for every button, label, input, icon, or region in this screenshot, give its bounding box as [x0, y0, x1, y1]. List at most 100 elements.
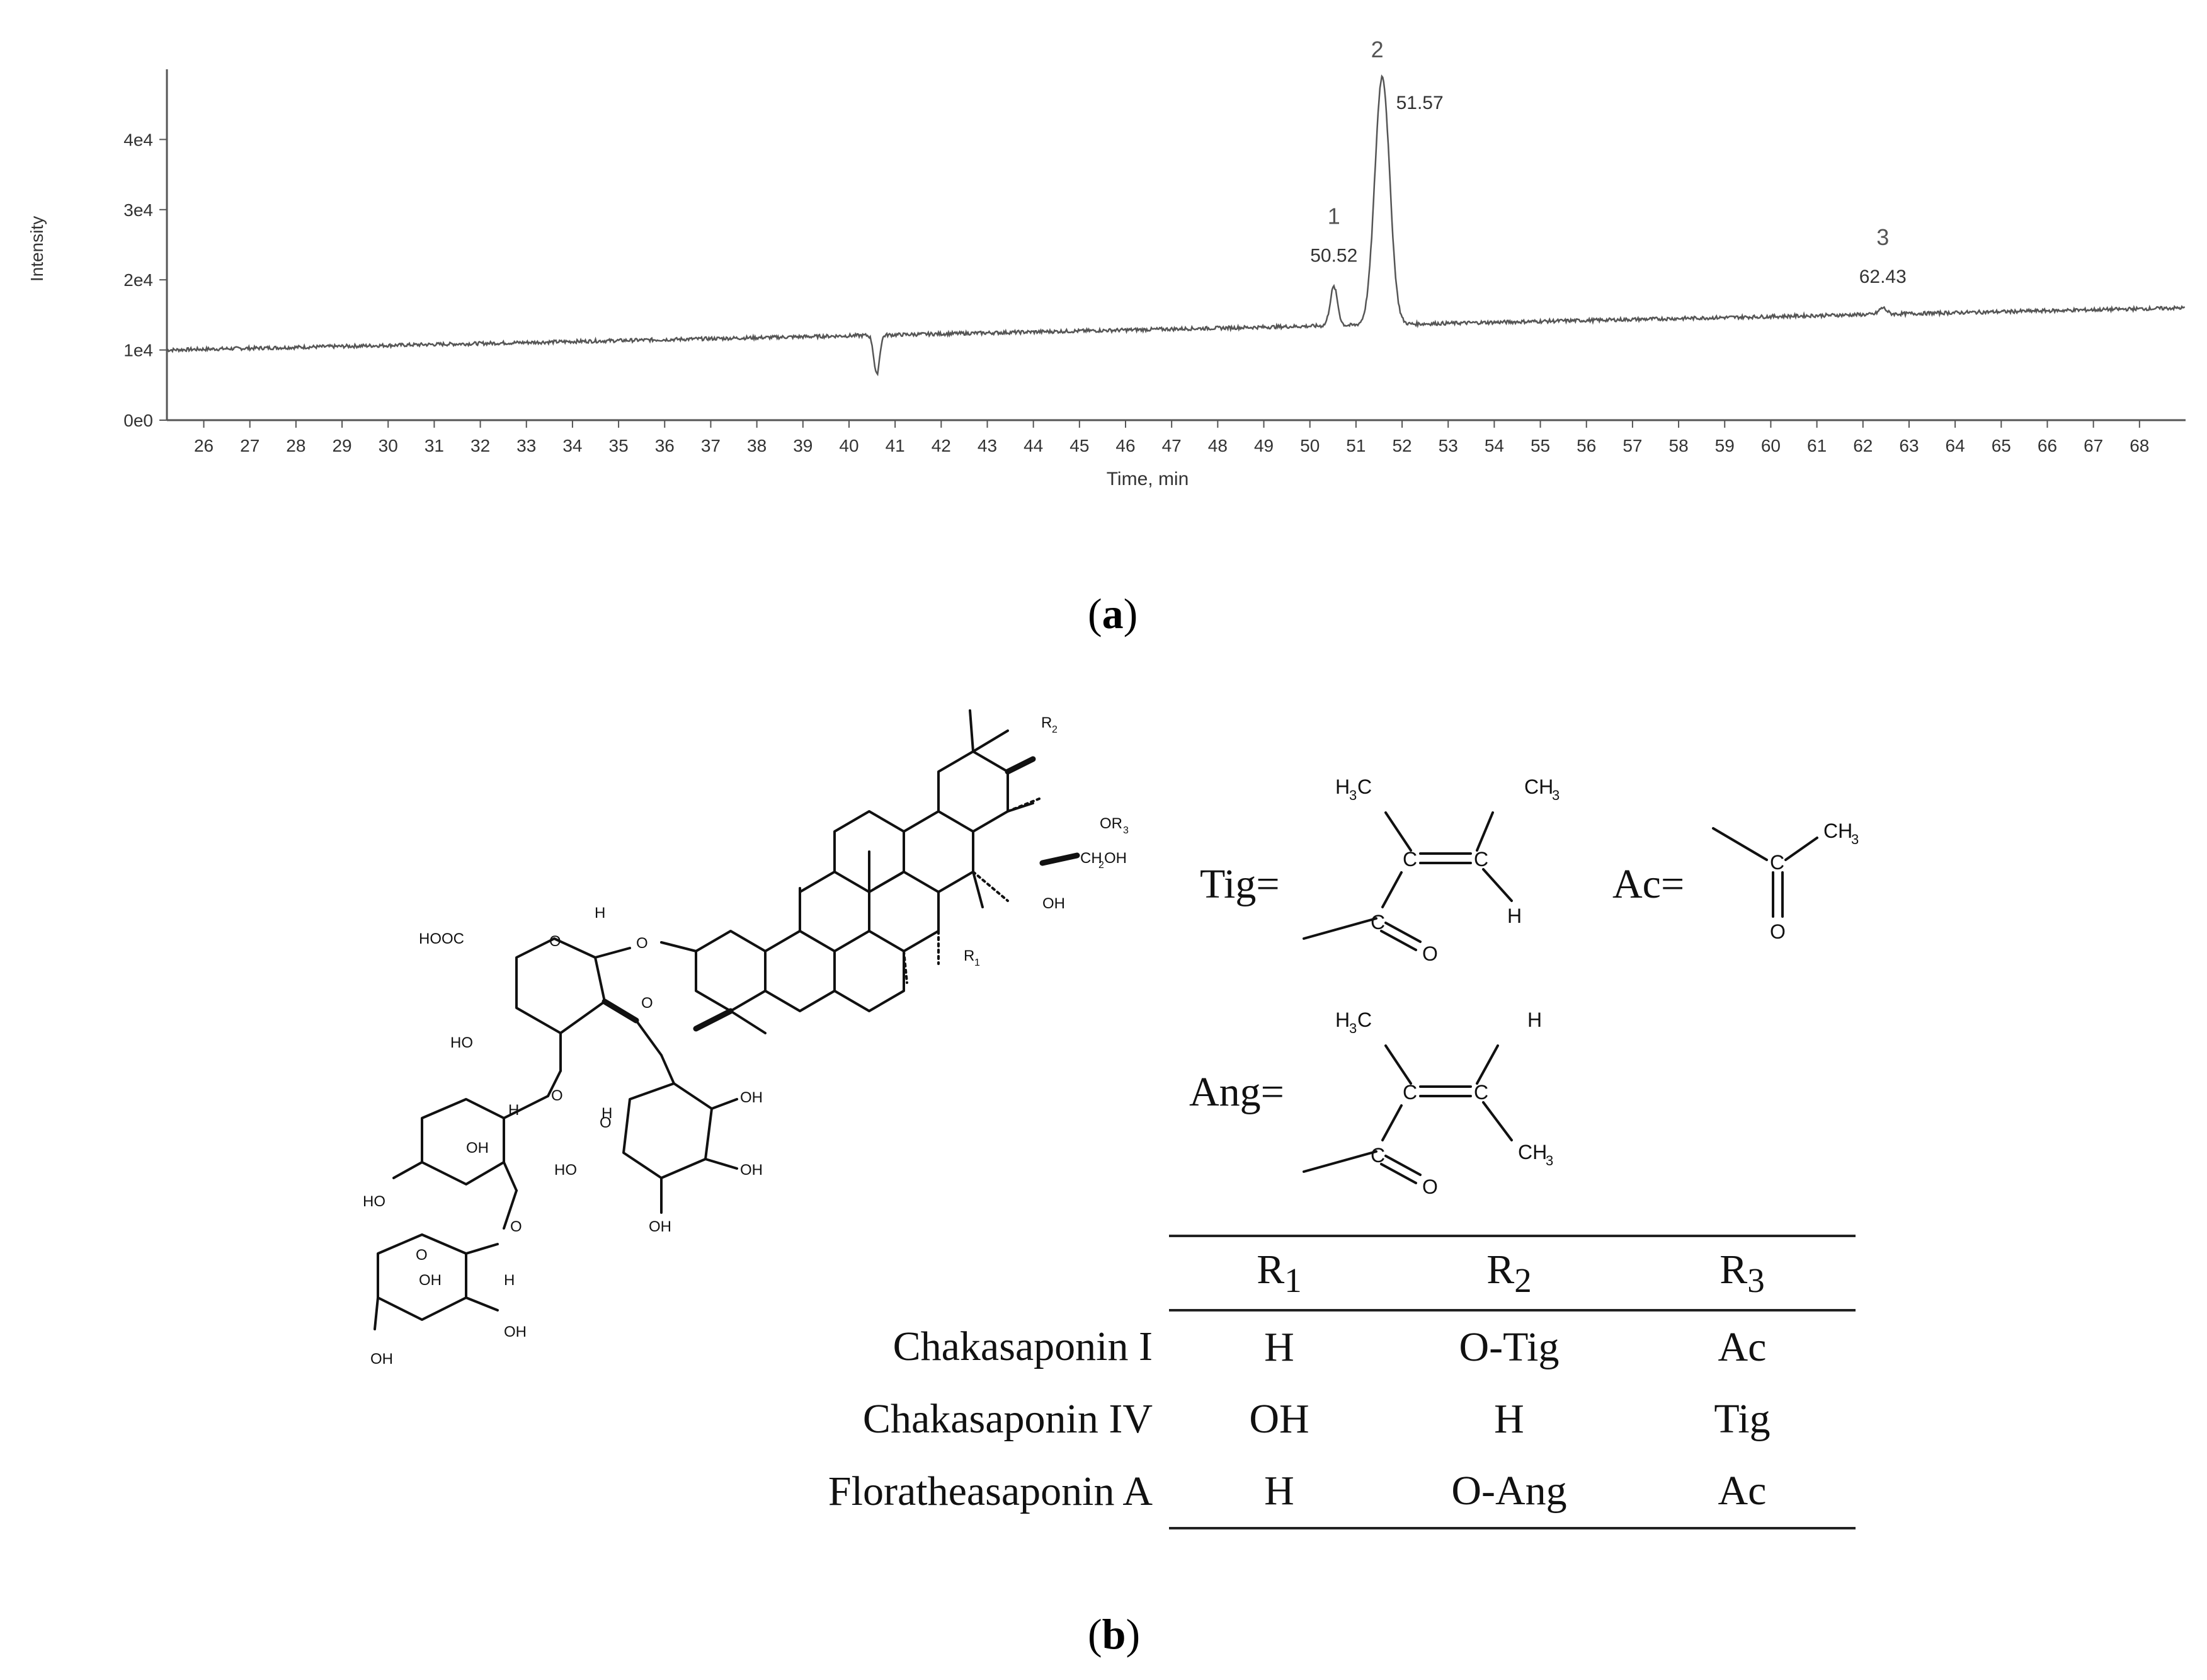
- ch2oh-label: CH: [1080, 850, 1102, 867]
- x-tick-label: 27: [240, 436, 259, 455]
- x-tick-label: 31: [425, 436, 444, 455]
- o-label-7: O: [416, 1247, 428, 1264]
- o-label-1: O: [549, 933, 561, 950]
- y-tick-label: 4e4: [123, 130, 153, 149]
- r1-value: OH: [1249, 1396, 1309, 1442]
- tig-h3c-sub: 3: [1349, 787, 1357, 803]
- panel-b-label: (b): [1088, 1610, 1141, 1658]
- table-header-row: R1 R2 R3: [756, 1235, 1856, 1311]
- r1-subscript: 1: [974, 957, 980, 968]
- peak-number: 3: [1876, 224, 1889, 250]
- y-tick-label: 1e4: [123, 341, 153, 360]
- panel-a-label: (a): [1088, 590, 1138, 637]
- table-header-blank: [756, 1236, 1169, 1310]
- peak-retention-time: 51.57: [1396, 93, 1444, 113]
- oh-label-7: OH: [370, 1351, 393, 1368]
- x-tick-label: 51: [1346, 436, 1366, 455]
- r2-value: H: [1494, 1396, 1524, 1442]
- y-tick-label: 0e0: [123, 411, 153, 430]
- r1-label: R: [964, 947, 974, 964]
- x-tick-label: 40: [839, 436, 858, 455]
- ang-o: O: [1422, 1175, 1438, 1198]
- x-tick-label: 32: [470, 436, 490, 455]
- o-label-3: O: [641, 995, 653, 1012]
- x-tick-label: 60: [1761, 436, 1781, 455]
- y-axis-label: Intensity: [27, 216, 47, 282]
- ac-o: O: [1770, 920, 1786, 943]
- x-tick-label: 37: [701, 436, 721, 455]
- hooc-label: HOOC: [419, 930, 464, 947]
- r2-value: O-Ang: [1389, 1455, 1629, 1529]
- h-label-2: H: [508, 1102, 519, 1119]
- ang-h3c-h: H: [1335, 1009, 1350, 1031]
- x-tick-label: 36: [655, 436, 675, 455]
- x-tick-label: 39: [793, 436, 813, 455]
- table-row: Chakasaponin IV OH H Tig: [756, 1383, 1856, 1455]
- x-tick-label: 54: [1485, 436, 1504, 455]
- x-tick-label: 28: [286, 436, 305, 455]
- tig-h: H: [1507, 905, 1522, 927]
- tig-o: O: [1422, 942, 1438, 965]
- ho-label-3: HO: [363, 1193, 385, 1210]
- r3-value: Ac: [1629, 1455, 1856, 1529]
- compound-name: Chakasaponin IV: [862, 1396, 1153, 1442]
- r2-value: O-Tig: [1459, 1324, 1560, 1370]
- r1-value: H: [1264, 1324, 1294, 1370]
- chromatogram-line: [166, 74, 2186, 377]
- x-tick-label: 43: [978, 436, 997, 455]
- aglycone-skeleton: [660, 709, 1080, 1034]
- tig-c1: C: [1403, 848, 1417, 871]
- oh-label-6: OH: [504, 1323, 527, 1340]
- x-tick-label: 48: [1208, 436, 1228, 455]
- h-label-4: H: [504, 1272, 515, 1289]
- x-tick-label: 50: [1300, 436, 1320, 455]
- or3-label: OR: [1100, 815, 1122, 832]
- fragment-bonds: [1303, 811, 1818, 1184]
- x-tick-label: 59: [1715, 436, 1735, 455]
- x-tick-label: 58: [1669, 436, 1689, 455]
- x-tick-label: 38: [747, 436, 767, 455]
- tig-ch3: CH: [1524, 775, 1553, 798]
- tig-h3c-h: H: [1335, 775, 1350, 798]
- ch2oh-oh-label: OH: [1104, 850, 1127, 867]
- ac-ch3-sub: 3: [1851, 831, 1859, 847]
- ang-c1: C: [1403, 1081, 1417, 1104]
- x-tick-label: 26: [194, 436, 214, 455]
- x-tick-label: 34: [562, 436, 582, 455]
- chart-axes: [166, 69, 2186, 421]
- r3-value: Tig: [1714, 1396, 1771, 1442]
- x-tick-label: 56: [1577, 436, 1596, 455]
- y-tick-label: 2e4: [123, 270, 153, 290]
- x-tick-label: 66: [2038, 436, 2057, 455]
- ang-h3c-sub: 3: [1349, 1020, 1357, 1036]
- tig-h3c-c: C: [1357, 775, 1372, 798]
- x-tick-label: 44: [1024, 436, 1043, 455]
- x-tick-label: 47: [1162, 436, 1182, 455]
- ac-c: C: [1770, 851, 1784, 874]
- tig-label: Tig=: [1200, 861, 1280, 907]
- sugar-chain: [374, 937, 738, 1330]
- ang-label: Ang=: [1189, 1069, 1284, 1115]
- r1-value: H: [1169, 1455, 1389, 1529]
- fragment-labels: Tig= Ac= Ang=: [1189, 861, 1684, 1115]
- oh-label-4: OH: [466, 1140, 489, 1157]
- x-tick-label: 62: [1853, 436, 1873, 455]
- peak-retention-time: 62.43: [1859, 266, 1907, 287]
- x-tick-label: 33: [516, 436, 536, 455]
- x-tick-label: 45: [1069, 436, 1089, 455]
- ho-label-1: HO: [450, 1034, 473, 1051]
- ang-ch3: CH: [1518, 1141, 1547, 1163]
- tig-ch3-sub: 3: [1552, 787, 1560, 803]
- or3-subscript: 3: [1123, 825, 1129, 836]
- table-header-r2: R2: [1389, 1235, 1629, 1311]
- chromatogram-trace: [166, 74, 2186, 377]
- x-tick-label: 41: [886, 436, 905, 455]
- tig-c2: C: [1474, 848, 1488, 871]
- x-tick-label: 30: [379, 436, 398, 455]
- ang-c3: C: [1371, 1144, 1385, 1167]
- ang-c2: C: [1474, 1081, 1488, 1104]
- y-tick-label: 3e4: [123, 200, 153, 220]
- r2-label: R: [1041, 714, 1052, 731]
